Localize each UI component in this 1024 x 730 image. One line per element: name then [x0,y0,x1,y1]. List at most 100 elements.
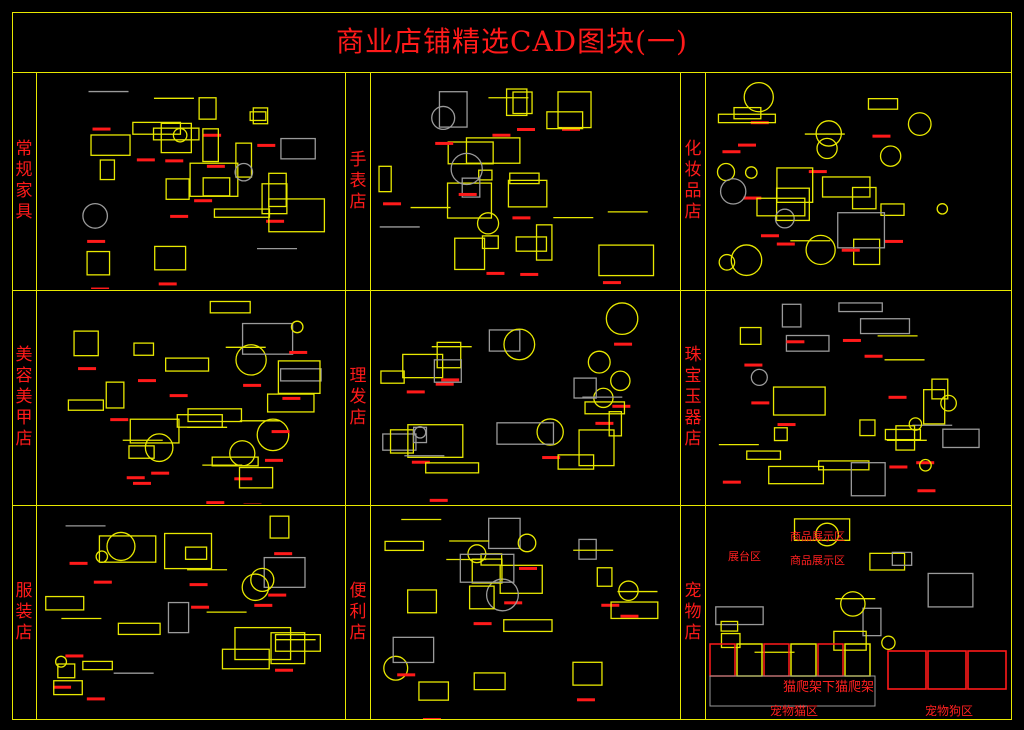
furniture-block [867,98,899,110]
tiny-annotation [169,394,188,398]
chair-symbol [234,162,254,182]
tiny-annotation [411,460,430,464]
tiny-annotation [126,476,145,480]
zone-label: 猫爬架下猫爬架 [783,680,875,695]
section-label: 化妆品店 [684,139,702,222]
furniture-block [438,91,468,128]
furniture-block [446,182,493,219]
tiny-annotation [504,601,523,605]
block-panel [371,73,679,289]
furniture-block [274,633,321,652]
chair-symbol [485,578,519,612]
tiny-annotation [441,378,460,382]
tiny-annotation [601,603,620,607]
furniture-block [785,334,830,352]
furniture-block [202,128,220,163]
furniture-block [507,179,548,208]
furniture-block [859,318,911,335]
dog-kennel [887,650,927,690]
chair-symbol [106,531,136,562]
furniture-block [781,303,802,328]
furniture-block [793,518,851,541]
furniture-block [270,632,306,665]
chair-symbol [503,328,536,361]
furniture-block [407,424,464,458]
tiny-annotation [492,133,511,137]
furniture-block [433,359,462,383]
tiny-annotation [257,143,276,147]
furniture-block [862,607,882,637]
furniture-block [86,250,111,276]
furniture-block [425,462,480,474]
tiny-annotation [266,219,285,223]
chair-symbol [744,166,758,179]
furniture-block [610,601,659,620]
tiny-annotation [512,216,531,220]
chair-symbol [718,253,736,271]
block-panel [706,291,1011,504]
furniture-block [202,177,231,197]
furniture-block [535,224,553,261]
chair-symbol [750,368,768,387]
furniture-block [57,663,76,679]
drawing-frame [12,12,1012,720]
chair-symbol [840,591,866,617]
chair-symbol [940,394,957,412]
furniture-block [129,418,180,444]
chair-symbol [879,145,902,167]
furniture-block [268,172,287,208]
chair-symbol [610,370,631,392]
tiny-annotation [92,127,111,131]
furniture-block [402,353,444,379]
furniture-block [454,237,486,271]
furniture-block [67,399,105,411]
furniture-block [578,538,597,560]
furniture-block [931,378,949,400]
furniture-block [481,235,499,250]
tiny-annotation [519,566,538,570]
tiny-annotation [520,272,539,276]
tiny-annotation [429,498,448,502]
tiny-annotation [612,404,631,408]
furniture-block [557,454,595,470]
furniture-block [249,111,267,122]
furniture-block [90,134,131,156]
divider [370,72,371,720]
tiny-annotation [132,481,151,485]
chair-symbol [517,533,537,553]
furniture-block [496,422,555,445]
furniture-block [851,186,877,210]
furniture-block [853,238,881,266]
furniture-block [98,535,157,563]
tiny-annotation [842,338,861,342]
furniture-block [167,601,190,634]
tiny-annotation [110,418,129,422]
furniture-block [160,122,192,154]
furniture-block [768,465,825,485]
furniture-block [515,236,548,252]
chair-symbol [144,433,174,463]
tiny-annotation [406,390,425,394]
tiny-annotation [264,458,283,462]
chair-symbol [743,81,774,113]
tiny-annotation [751,401,770,405]
cat-cage [763,643,790,677]
divider [12,290,1012,291]
furniture-block [279,368,322,382]
furniture-block [471,558,503,584]
tiny-annotation [917,489,936,493]
furniture-block [509,172,540,185]
dog-kennel [927,650,967,690]
furniture-block [382,433,417,451]
furniture-block [739,326,762,345]
chair-symbol [82,202,109,229]
furniture-block [128,445,155,459]
furniture-block [269,515,290,539]
block-panel [371,291,679,504]
block-panel [37,73,344,289]
furniture-block [869,552,906,571]
tiny-annotation [383,202,402,206]
block-panel [37,291,344,504]
tiny-annotation [158,282,177,286]
chair-symbol [250,567,275,593]
